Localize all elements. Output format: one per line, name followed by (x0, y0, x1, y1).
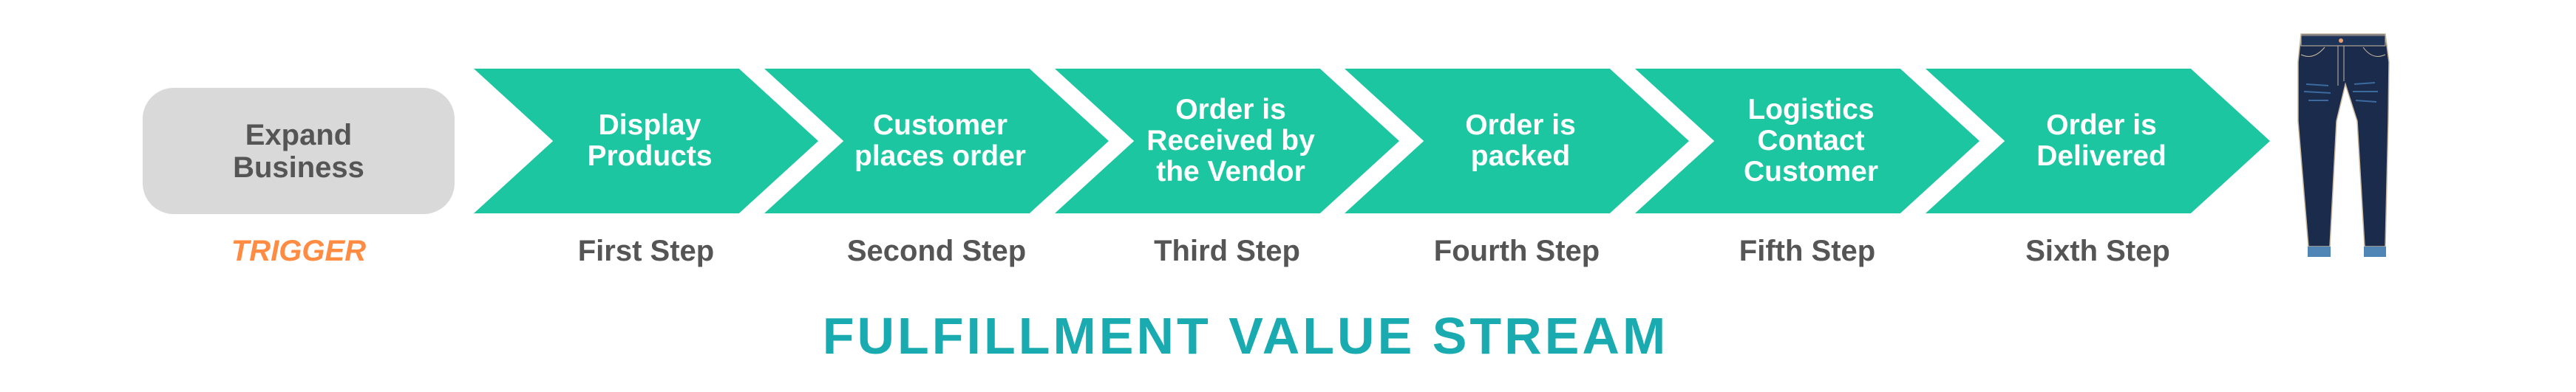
trigger-label: TRIGGER (231, 235, 367, 267)
step-label-5: Fifth Step (1739, 235, 1876, 267)
trigger-box-label: Expand Business (233, 118, 364, 184)
step-label-1: First Step (577, 235, 715, 267)
step-text: Logistics Contact Customer (1743, 94, 1879, 188)
step-chevron-3: Order is Received by the Vendor (1055, 69, 1399, 213)
step-text: Customer places order (854, 109, 1026, 172)
step-label-4: Fourth Step (1433, 235, 1600, 267)
step-text: Order is Delivered (2036, 109, 2167, 172)
step-label-6: Sixth Step (2025, 235, 2170, 267)
step-text: Order is packed (1465, 109, 1576, 172)
step-label-3: Third Step (1154, 235, 1300, 267)
trigger-box: Expand Business (143, 88, 455, 214)
jeans-icon (2297, 33, 2390, 257)
step-text: Display Products (587, 109, 713, 172)
step-text: Order is Received by the Vendor (1146, 94, 1315, 188)
step-chevron-6: Order is Delivered (1926, 69, 2270, 213)
diagram-title: FULFILLMENT VALUE STREAM (822, 307, 1669, 365)
step-label-2: Second Step (846, 235, 1027, 267)
step-chevron-1: Display Products (474, 69, 818, 213)
